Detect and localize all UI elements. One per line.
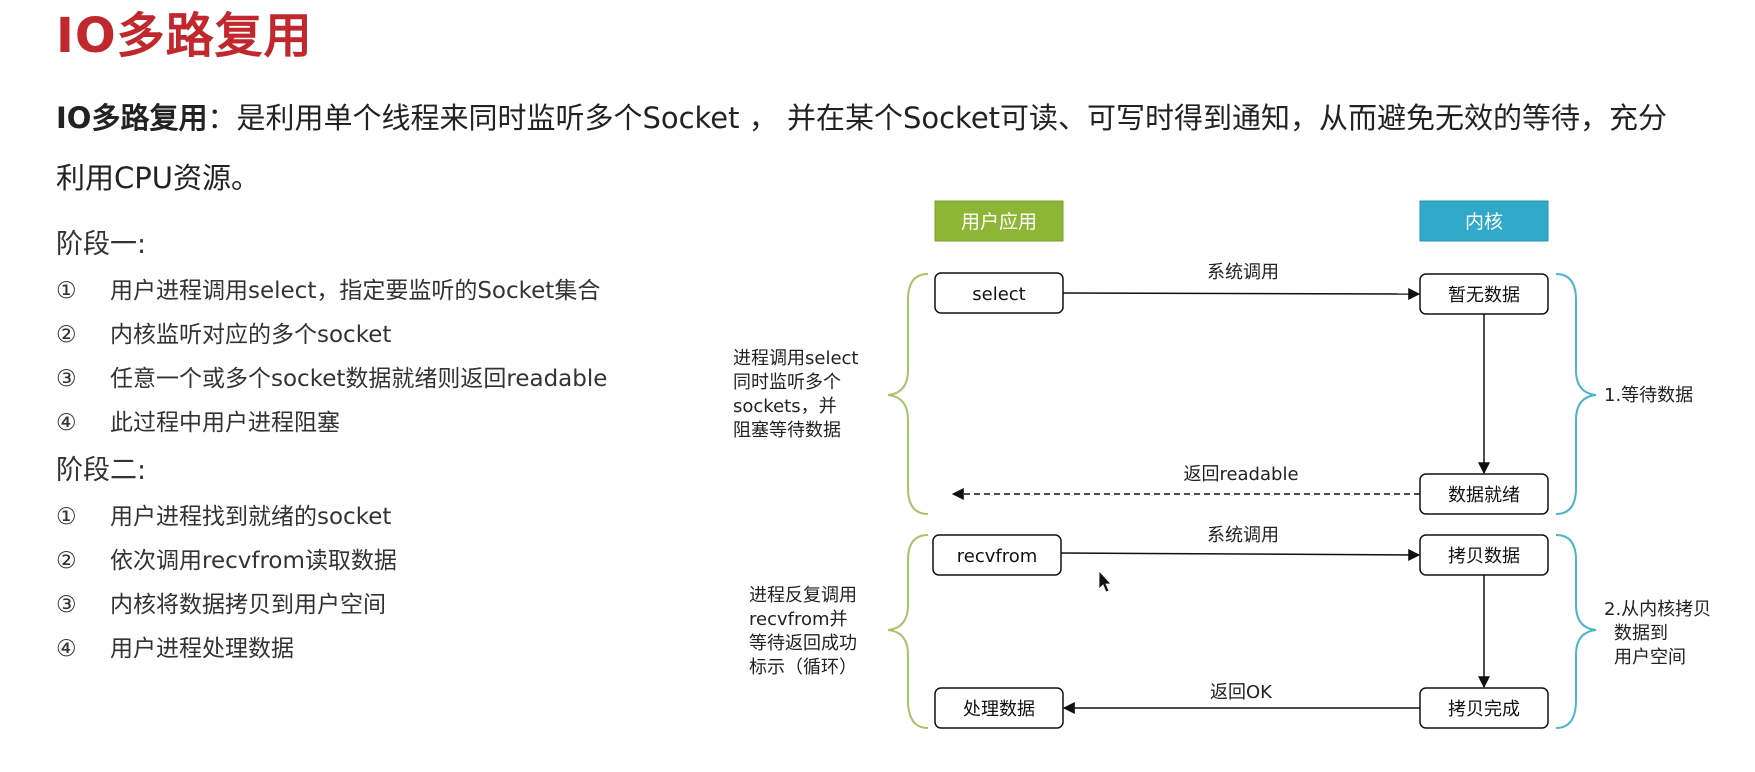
note-left-1: 进程调用select 同时监听多个 sockets，并 阻塞等待数据 bbox=[733, 348, 858, 441]
svg-text:recvfrom: recvfrom bbox=[957, 546, 1038, 567]
stage1-heading: 阶段一: bbox=[56, 229, 147, 260]
note-right-2: 2.从内核拷贝 数据到 用户空间 bbox=[1604, 599, 1711, 668]
svg-text:数据到: 数据到 bbox=[1614, 623, 1668, 644]
edge-label-syscall-1: 系统调用 bbox=[1207, 262, 1279, 283]
svg-text:标示（循环）: 标示（循环） bbox=[749, 657, 857, 678]
node-data-ready: 数据就绪 bbox=[1419, 473, 1549, 515]
svg-text:等待返回成功: 等待返回成功 bbox=[749, 633, 857, 654]
svg-text:用户应用: 用户应用 bbox=[961, 211, 1037, 233]
intro-paragraph: IO多路复用：是利用单个线程来同时监听多个Socket ， 并在某个Socket… bbox=[56, 88, 1696, 208]
svg-text:阻塞等待数据: 阻塞等待数据 bbox=[733, 420, 841, 441]
intro-term: IO多路复用 bbox=[56, 101, 208, 135]
intro-definition: ：是利用单个线程来同时监听多个Socket ， 并在某个Socket可读、可写时… bbox=[56, 101, 1668, 195]
svg-text:数据就绪: 数据就绪 bbox=[1448, 485, 1520, 506]
svg-text:2.从内核拷贝: 2.从内核拷贝 bbox=[1604, 599, 1711, 620]
svg-text:拷贝数据: 拷贝数据 bbox=[1448, 546, 1520, 567]
svg-text:进程调用select: 进程调用select bbox=[733, 348, 858, 369]
right-brace-stage2 bbox=[1555, 534, 1597, 729]
note-left-2: 进程反复调用 recvfrom并 等待返回成功 标示（循环） bbox=[749, 585, 857, 678]
node-copy-data: 拷贝数据 bbox=[1419, 534, 1549, 576]
svg-text:拷贝完成: 拷贝完成 bbox=[1448, 699, 1520, 720]
svg-text:同时监听多个: 同时监听多个 bbox=[733, 372, 841, 393]
edge-label-return-readable: 返回readable bbox=[1183, 464, 1298, 485]
svg-text:用户空间: 用户空间 bbox=[1614, 647, 1686, 668]
node-recvfrom: recvfrom bbox=[932, 534, 1062, 576]
user-app-header: 用户应用 bbox=[934, 200, 1064, 242]
mouse-cursor-icon bbox=[1098, 569, 1112, 593]
edge-syscall-2 bbox=[1060, 548, 1421, 561]
svg-text:recvfrom并: recvfrom并 bbox=[749, 609, 848, 630]
edge-syscall-1 bbox=[1062, 287, 1421, 300]
node-select: select bbox=[934, 272, 1064, 314]
svg-text:select: select bbox=[972, 284, 1025, 305]
node-process-data: 处理数据 bbox=[934, 687, 1064, 729]
svg-text:进程反复调用: 进程反复调用 bbox=[749, 585, 857, 606]
svg-text:内核: 内核 bbox=[1465, 211, 1503, 233]
left-brace-stage1 bbox=[887, 273, 929, 515]
edge-label-return-ok: 返回OK bbox=[1210, 682, 1273, 703]
right-brace-stage1 bbox=[1555, 273, 1597, 515]
note-right-1: 1.等待数据 bbox=[1604, 385, 1693, 406]
svg-text:sockets，并: sockets，并 bbox=[733, 396, 837, 417]
stage2-heading: 阶段二: bbox=[56, 455, 147, 486]
kernel-header: 内核 bbox=[1419, 200, 1549, 242]
svg-text:1.等待数据: 1.等待数据 bbox=[1604, 385, 1693, 406]
node-copy-done: 拷贝完成 bbox=[1419, 687, 1549, 729]
node-no-data: 暂无数据 bbox=[1419, 273, 1549, 315]
page-title: IO多路复用 bbox=[56, 8, 313, 64]
svg-text:处理数据: 处理数据 bbox=[963, 699, 1035, 720]
svg-text:暂无数据: 暂无数据 bbox=[1448, 285, 1520, 306]
edge-label-syscall-2: 系统调用 bbox=[1207, 525, 1279, 546]
left-brace-stage2 bbox=[887, 534, 929, 729]
